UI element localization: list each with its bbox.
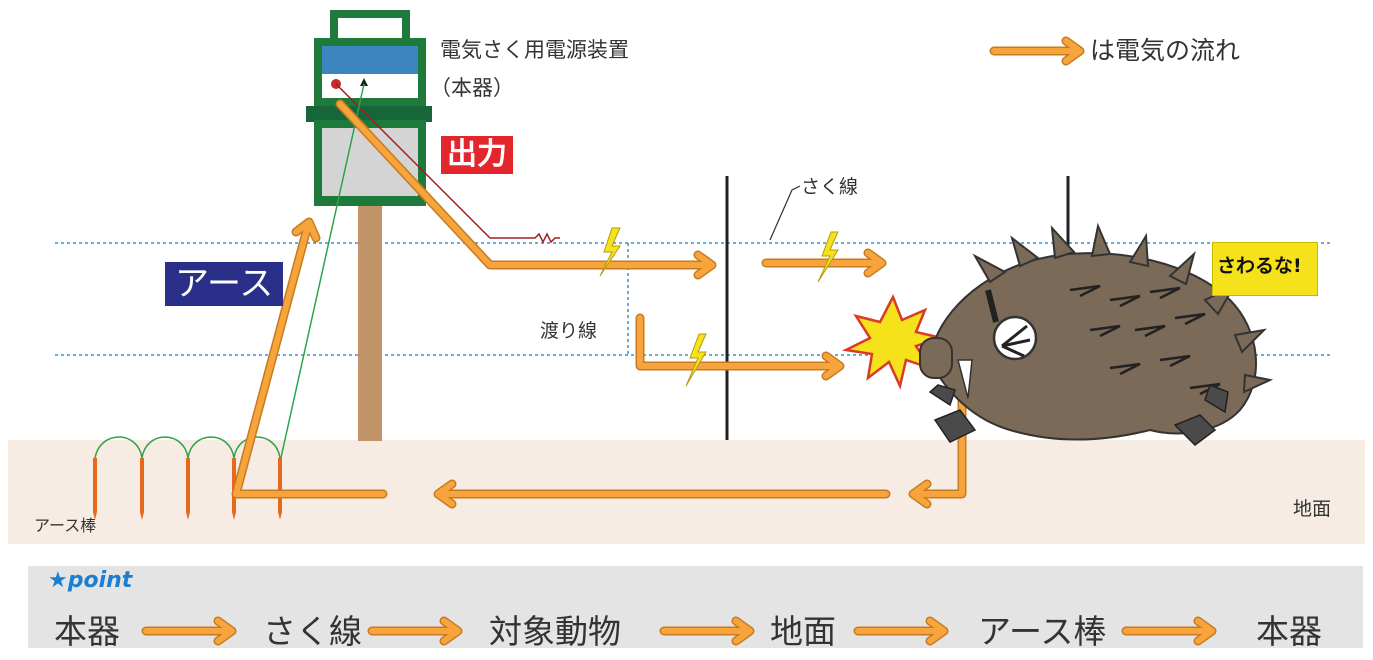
lightning-icons	[599, 227, 839, 387]
device-name-label: 電気さく用電源装置	[440, 38, 629, 62]
lightning-icon	[817, 231, 839, 283]
flow-step-device-return: 本器	[1256, 612, 1322, 651]
boar-illustration	[919, 222, 1274, 446]
point-title: ★point	[48, 568, 133, 593]
earth-rod-label: アース棒	[34, 516, 97, 535]
earth-tag: アース	[165, 262, 284, 306]
fence-energizer	[306, 10, 432, 206]
jumper-wire-label: 渡り線	[540, 320, 598, 342]
earth-terminal	[360, 78, 368, 86]
point-flow-arrows	[141, 616, 1217, 646]
device-sub-label: （本器）	[430, 76, 514, 100]
device-pole	[358, 205, 382, 441]
earth-wire	[279, 83, 365, 463]
fence-wire-leader	[769, 185, 801, 241]
flow-step-earth-rod: アース棒	[978, 612, 1107, 651]
lightning-icon	[599, 227, 621, 277]
lightning-icon	[685, 333, 707, 387]
flow-step-ground: 地面	[770, 612, 836, 651]
spark-burst-icon	[841, 293, 947, 390]
warning-sign: さわるな!	[1212, 242, 1318, 296]
flow-step-device: 本器	[54, 612, 120, 651]
flow-step-target-animal: 対象動物	[489, 612, 621, 651]
flow-step-fence-wire: さく線	[263, 612, 362, 651]
warning-sign-text: さわるな!	[1217, 255, 1302, 277]
output-tag: 出力	[441, 136, 513, 174]
legend-arrow-icon	[989, 36, 1085, 66]
output-wire	[335, 83, 560, 244]
legend-text: は電気の流れ	[1090, 36, 1241, 65]
fence-wire-label: さく線	[801, 176, 859, 198]
ground-label: 地面	[1293, 498, 1332, 520]
